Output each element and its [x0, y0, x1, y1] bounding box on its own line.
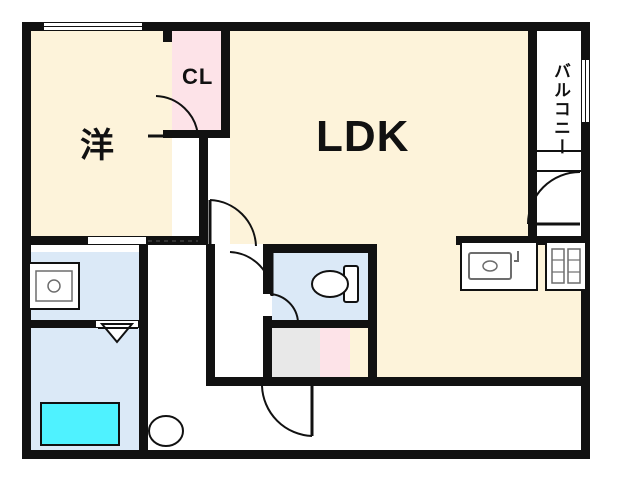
- bath-door-swing: [98, 327, 138, 329]
- room-label-closet: CL: [182, 64, 214, 89]
- room-fill-closet: [172, 30, 230, 138]
- stove-burners: [545, 241, 587, 291]
- wall-corridor-left: [206, 244, 215, 386]
- wall-washitsu-right-lower: [199, 138, 208, 244]
- wall-closet-right: [221, 22, 230, 138]
- toilet-door-swing: [269, 293, 299, 323]
- wall-closet-bottom: [163, 130, 230, 138]
- washbasin: [28, 262, 80, 310]
- wall-washroom-right: [139, 244, 148, 459]
- closet-door-swing: [148, 95, 199, 138]
- wall-kitchen-top: [456, 236, 590, 245]
- wall-corridor-right-lower: [263, 316, 272, 386]
- wall-corridor-right-upper: [263, 244, 272, 294]
- window-washitsu-line: [44, 26, 142, 27]
- wall-washroom-bottom: [22, 320, 148, 328]
- bath-washbowl: [148, 415, 184, 447]
- corridor-step-fill: [320, 328, 350, 384]
- room-label-ldk: LDK: [316, 112, 410, 161]
- wall-washitsu-right-upper: [163, 22, 172, 42]
- window-balcony-line: [585, 60, 586, 122]
- wall-hall-bottom: [206, 377, 350, 386]
- room-fill-washitsu: [30, 22, 172, 244]
- wall-balcony-inner: [528, 22, 537, 244]
- wall-ldk-bottom: [350, 377, 590, 386]
- wall-toilet-bottom: [272, 320, 377, 328]
- kitchen-sink: [460, 241, 538, 291]
- bathtub: [40, 402, 120, 446]
- dashed-line-washitsu: [148, 240, 198, 242]
- balcony-railing-line-1: [537, 150, 583, 152]
- balcony-door-swing: [527, 171, 581, 226]
- wall-outer-top: [22, 22, 590, 31]
- wall-toilet-top: [263, 244, 377, 253]
- balcony-railing-line-2: [537, 170, 583, 172]
- ldk-entry-door-swing: [229, 251, 274, 297]
- room-label-washitsu: 洋: [80, 127, 115, 165]
- door-opening-washitsu-bottom: [88, 237, 146, 244]
- washitsu-door-swing: [208, 199, 257, 248]
- balcony-fill: [528, 30, 590, 236]
- wall-outer-bottom: [22, 450, 590, 459]
- room-label-balcony: バルコニー: [551, 62, 570, 157]
- toilet: [311, 265, 359, 303]
- entrance-door-swing: [261, 385, 314, 437]
- wall-toilet-right: [368, 244, 377, 386]
